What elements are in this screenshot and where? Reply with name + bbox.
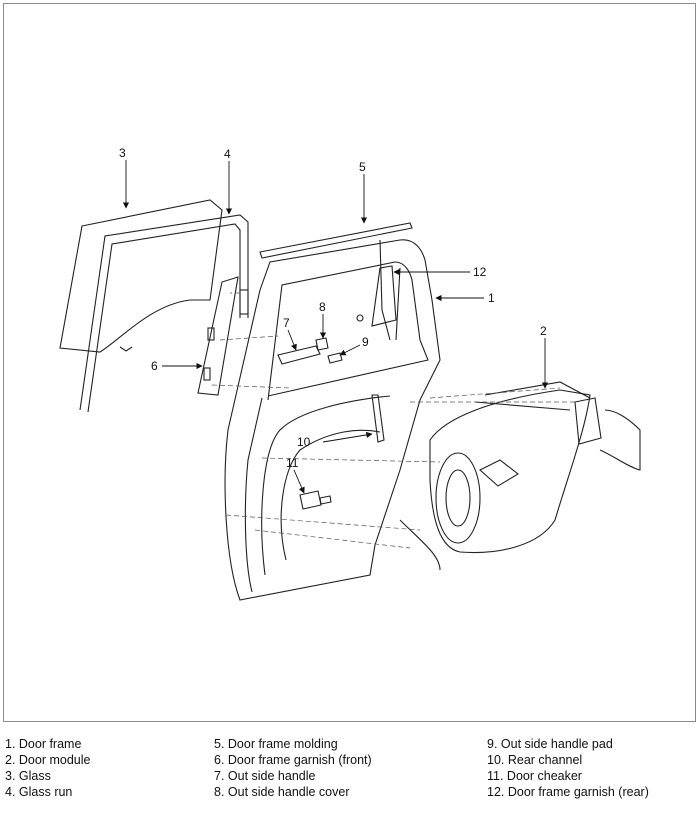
callout-2: 2: [540, 324, 547, 338]
callout-12: 12: [473, 265, 487, 279]
glass-part: [59, 199, 223, 353]
callout-1: 1: [488, 291, 495, 305]
legend-item: 9. Out side handle pad: [487, 737, 613, 751]
parts-legend: 1. Door frame 2. Door module 3. Glass 4.…: [0, 736, 700, 826]
callout-labels: 3 4 5 12 1 2 6 7 8 9 10 11: [119, 146, 547, 470]
assembly-guide-lines: [211, 292, 575, 549]
leader-lines: [122, 160, 549, 494]
legend-item: 7. Out side handle: [214, 769, 316, 783]
rear-door-exploded-diagram: 3 4 5 12 1 2 6 7 8 9 10 11: [59, 146, 641, 601]
callout-9: 9: [362, 335, 369, 349]
door-module-part: [399, 381, 591, 571]
legend-item: 8. Out side handle cover: [214, 785, 350, 799]
door-frame-molding-part: [259, 222, 413, 259]
callout-6: 6: [151, 359, 158, 373]
out-side-handle-group: [277, 314, 364, 365]
callout-10: 10: [297, 435, 311, 449]
legend-item: 2. Door module: [5, 753, 91, 767]
legend-item: 3. Glass: [5, 769, 51, 783]
callout-11: 11: [286, 456, 299, 470]
legend-item: 5. Door frame molding: [214, 737, 338, 751]
door-frame-part: [224, 239, 441, 601]
legend-item: 6. Door frame garnish (front): [214, 753, 372, 767]
glass-run-part: [79, 214, 249, 413]
legend-item: 1. Door frame: [5, 737, 82, 751]
rear-channel-part: [371, 394, 385, 443]
door-frame-garnish-rear-part: [371, 265, 397, 327]
callout-8: 8: [319, 300, 326, 314]
legend-column-2: 5. Door frame molding 6. Door frame garn…: [214, 736, 372, 800]
diagram-frame: [3, 3, 696, 722]
legend-column-1: 1. Door frame 2. Door module 3. Glass 4.…: [5, 736, 90, 800]
legend-column-3: 9. Out side handle pad 10. Rear channel …: [487, 736, 649, 800]
legend-item: 11. Door cheaker: [487, 769, 582, 783]
callout-7: 7: [283, 316, 290, 330]
callout-5: 5: [359, 160, 366, 174]
callout-4: 4: [224, 147, 231, 161]
door-frame-garnish-front-part: [197, 276, 249, 396]
door-latch-part: [574, 397, 641, 471]
legend-item: 10. Rear channel: [487, 753, 583, 767]
legend-item: 12. Door frame garnish (rear): [487, 785, 649, 799]
callout-3: 3: [119, 146, 126, 160]
door-checker-part: [299, 490, 332, 510]
legend-item: 4. Glass run: [5, 785, 73, 799]
